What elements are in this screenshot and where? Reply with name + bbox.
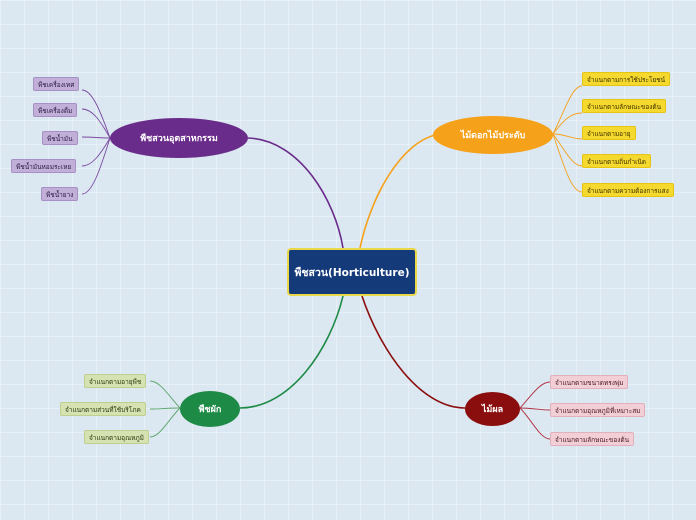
subtopic-vegetable-1[interactable]: จำแนกตามส่วนที่ใช้บริโภค — [60, 402, 146, 416]
sub-connector — [519, 407, 551, 411]
subtopic-fruit-0[interactable]: จำแนกตามขนาดทรงพุ่ม — [550, 375, 629, 389]
sub-connector — [552, 85, 583, 135]
subtopic-industrial-0[interactable]: พืชเครื่องเทศ — [33, 77, 80, 91]
sub-connector — [81, 137, 111, 167]
connector-vegetable — [239, 295, 344, 409]
sub-connector — [552, 112, 583, 135]
subtopic-vegetable-2[interactable]: จำแนกตามอุณหภูมิ — [84, 430, 149, 444]
topic-ornamental[interactable]: ไม้ดอกไม้ประดับ — [433, 116, 553, 154]
sub-connector — [552, 133, 583, 193]
subtopic-ornamental-1[interactable]: จำแนกตามลักษณะของต้น — [582, 99, 667, 113]
subtopic-ornamental-0[interactable]: จำแนกตามการใช้ประโยชน์ — [582, 72, 671, 86]
sub-connector — [149, 407, 181, 438]
sub-connector — [81, 136, 111, 139]
sub-connector — [81, 137, 111, 195]
sub-connector — [81, 108, 111, 139]
sub-connector — [81, 89, 111, 139]
central-topic[interactable]: พืชสวน(Horticulture) — [287, 248, 417, 296]
connector-ornamental — [359, 133, 441, 249]
subtopic-ornamental-3[interactable]: จำแนกตามถิ่นกำเนิด — [582, 154, 652, 168]
subtopic-ornamental-2[interactable]: จำแนกตามอายุ — [582, 126, 636, 140]
sub-connector — [552, 133, 583, 140]
sub-connector — [149, 380, 181, 409]
topic-industrial[interactable]: พืชสวนอุตสาหกรรม — [110, 118, 248, 158]
subtopic-ornamental-4[interactable]: จำแนกตามความต้องการแสง — [582, 183, 674, 197]
topic-vegetable[interactable]: พืชผัก — [180, 391, 240, 427]
subtopic-vegetable-0[interactable]: จำแนกตามอายุพืช — [84, 374, 147, 388]
subtopic-fruit-1[interactable]: จำแนกตามอุณหภูมิที่เหมาะสม — [550, 403, 646, 417]
connector-industrial — [247, 137, 344, 249]
topic-vegetable-label: พืชผัก — [198, 405, 222, 415]
sub-connector — [149, 407, 181, 410]
subtopic-fruit-2[interactable]: จำแนกตามลักษณะของต้น — [550, 432, 635, 446]
sub-connector — [519, 381, 551, 409]
topic-fruit-label: ไม้ผล — [481, 405, 504, 415]
subtopic-industrial-3[interactable]: พืชน้ำมันหอมระเหย — [11, 159, 77, 173]
sub-connector — [519, 407, 551, 440]
topic-fruit[interactable]: ไม้ผล — [465, 392, 520, 426]
topic-ornamental-label: ไม้ดอกไม้ประดับ — [460, 131, 526, 141]
connector-fruit — [361, 295, 466, 409]
central-topic-label: พืชสวน(Horticulture) — [294, 266, 410, 279]
sub-connector — [552, 133, 583, 167]
subtopic-industrial-2[interactable]: พืชน้ำมัน — [42, 131, 78, 145]
subtopic-industrial-4[interactable]: พืชน้ำยาง — [41, 187, 79, 201]
topic-industrial-label: พืชสวนอุตสาหกรรม — [140, 134, 218, 144]
subtopic-industrial-1[interactable]: พืชเครื่องดื่ม — [33, 103, 78, 117]
